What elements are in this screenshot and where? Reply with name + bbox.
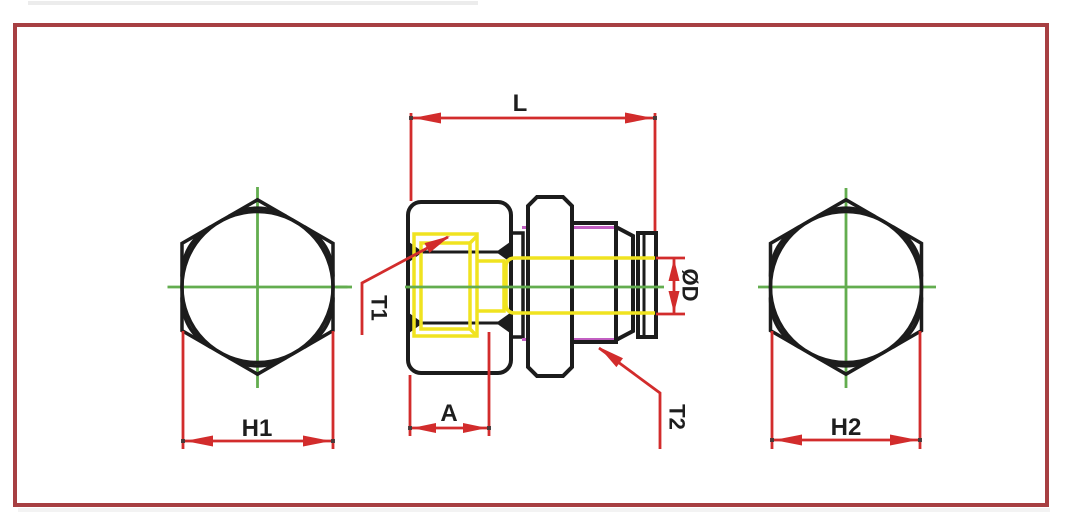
rear-hex-view: [758, 188, 936, 388]
dimension-annotations: [181, 112, 922, 449]
label-thread-depth: A: [440, 400, 457, 427]
label-hex-rear: H2: [831, 414, 862, 441]
hex-outline-left: [180, 197, 335, 377]
leader-T2: [598, 346, 662, 449]
centerline-cross-right: [758, 188, 936, 388]
tube-end-cap: [636, 231, 658, 339]
drawing-frame-border: [13, 23, 1049, 507]
label-port-thread: T1: [367, 295, 392, 321]
label-hex-front: H1: [242, 415, 273, 442]
scan-artifacts: [18, 1, 1050, 512]
label-overall-length: L: [513, 90, 528, 117]
hex-outline-right: [768, 197, 924, 377]
label-mount-thread: T2: [665, 404, 690, 430]
fitting-side-view: [336, 195, 664, 378]
centerline-cross-left: [167, 187, 348, 388]
release-collar: [614, 223, 635, 344]
dimension-arrowheads: [185, 112, 918, 447]
front-hex-view: [167, 187, 348, 388]
dim-L: [409, 113, 657, 231]
threaded-body: [570, 221, 618, 344]
label-tube-bore: ØD: [678, 269, 703, 302]
leader-T1: [360, 235, 449, 335]
dimension-endpoint-ticks: [181, 116, 922, 443]
tube-bore-highlight: [504, 256, 655, 315]
